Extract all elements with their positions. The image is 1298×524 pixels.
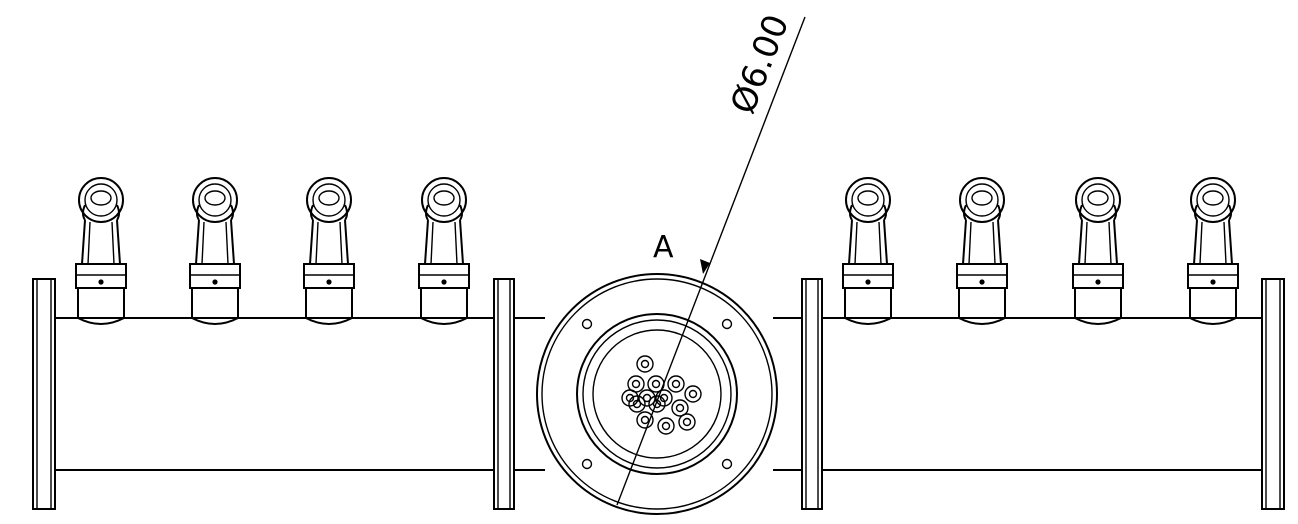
- elbow-fitting: [842, 177, 894, 325]
- port-hole: [671, 399, 689, 417]
- elbow-fitting: [303, 177, 355, 325]
- port-holes: [621, 355, 702, 435]
- right-pipe-section: [822, 278, 1285, 510]
- elbow-fitting: [1187, 177, 1239, 325]
- elbow-fitting: [75, 177, 127, 325]
- port-hole: [628, 395, 646, 413]
- port-hole: [684, 385, 702, 403]
- view-a-flange: [536, 273, 778, 515]
- elbow-fitting: [418, 177, 470, 325]
- port-hole: [667, 375, 685, 393]
- elbow-fittings: [75, 177, 1239, 325]
- center-pipe: [514, 317, 802, 471]
- right-end-flange: [1261, 278, 1285, 510]
- port-hole: [657, 417, 675, 435]
- bolt-holes: [581, 318, 733, 470]
- port-hole: [636, 355, 654, 373]
- elbow-fitting: [1072, 177, 1124, 325]
- center-right-flange: [801, 278, 823, 510]
- center-left-flange: [493, 278, 515, 510]
- arrowhead-icon: [700, 259, 710, 274]
- elbow-fitting: [956, 177, 1008, 325]
- port-hole: [678, 413, 696, 431]
- view-label: A: [653, 230, 674, 265]
- port-hole: [636, 411, 654, 429]
- elbow-fitting: [189, 177, 241, 325]
- left-end-flange: [32, 278, 56, 510]
- port-hole: [638, 389, 656, 407]
